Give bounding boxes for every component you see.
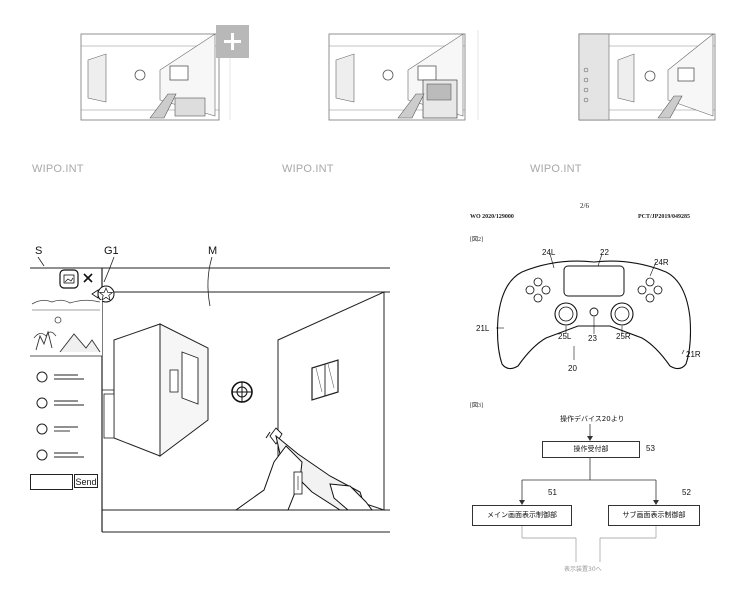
label-s: S [35, 245, 42, 257]
label-g1: G1 [104, 245, 119, 257]
triangle-left-icon[interactable] [91, 289, 99, 299]
label-25r: 25R [616, 332, 631, 341]
label-24r: 24R [654, 258, 669, 267]
controller-drawing [496, 253, 692, 370]
sub-number: 52 [682, 488, 691, 497]
label-25l: 25L [558, 332, 572, 341]
thumbnail-2-source: WIPO.INT [282, 163, 334, 175]
flow-output-label: 表示装置30へ [564, 566, 602, 573]
plus-icon [224, 33, 241, 50]
star-icon[interactable] [97, 285, 115, 303]
image-icon[interactable] [59, 269, 79, 289]
document-page-preview[interactable]: 2/6 WO 2020/129000 PCT/JP2019/049285 [図2… [460, 196, 740, 586]
label-m: M [208, 245, 217, 257]
send-button[interactable]: Send [74, 474, 98, 488]
thumbnail-1-source: WIPO.INT [32, 163, 84, 175]
sub-control-box: サブ画面表示制御部 [608, 505, 700, 526]
receiver-box: 操作受付部 [542, 441, 640, 458]
fig3-label: [図3] [470, 403, 483, 409]
label-21r: 21R [686, 350, 701, 359]
radio-4[interactable] [36, 449, 48, 461]
label-22: 22 [600, 248, 609, 257]
chat-input[interactable] [30, 474, 73, 490]
label-21l: 21L [476, 324, 490, 333]
label-23: 23 [588, 334, 597, 343]
crosshair-icon [231, 381, 253, 403]
page-number: 2/6 [580, 202, 589, 210]
label-20: 20 [568, 364, 577, 373]
weapon-figure [234, 427, 373, 511]
radio-3[interactable] [36, 423, 48, 435]
expand-button[interactable] [216, 25, 249, 58]
flowchart-connectors [519, 424, 659, 562]
thumbnail-3[interactable] [578, 20, 728, 128]
main-number: 51 [548, 488, 557, 497]
label-24l: 24L [542, 248, 556, 257]
application-number: PCT/JP2019/049285 [638, 214, 690, 220]
publication-number: WO 2020/129000 [470, 214, 514, 220]
close-icon[interactable] [83, 273, 93, 283]
radio-1[interactable] [36, 371, 48, 383]
sidebar-list [36, 371, 84, 461]
thumbnail-3-source: WIPO.INT [530, 163, 582, 175]
receiver-number: 53 [646, 444, 655, 453]
main-control-box: メイン画面表示制御部 [472, 505, 572, 526]
fig2-label: [図2] [470, 237, 483, 243]
flow-input-label: 操作デバイス20より [560, 415, 625, 423]
screen-figure-preview[interactable]: S G1 M [30, 240, 390, 540]
thumbnail-2[interactable] [328, 20, 496, 128]
radio-2[interactable] [36, 397, 48, 409]
